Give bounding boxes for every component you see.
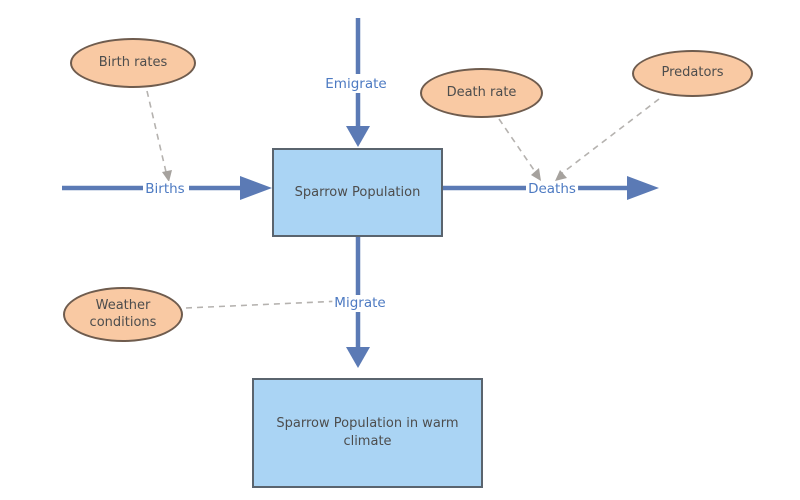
variable-death-rate[interactable]: Death rate	[420, 68, 543, 118]
flow-label-emigrate[interactable]: Emigrate	[323, 76, 389, 92]
node-sparrow-population-warm-label: Sparrow Population in warm climate	[276, 416, 459, 449]
deaths-flow[interactable]	[443, 176, 659, 200]
variable-predators[interactable]: Predators	[632, 50, 753, 97]
node-sparrow-population-label: Sparrow Population	[294, 184, 421, 200]
migrate-flow[interactable]	[346, 237, 370, 368]
connector-weather-line[interactable]	[185, 300, 342, 309]
connector-birth-rates-arrowhead-icon	[162, 170, 172, 182]
variable-weather-conditions-label: Weather conditions	[89, 298, 157, 330]
migrate-arrowhead-icon	[346, 347, 370, 368]
flow-label-migrate[interactable]: Migrate	[332, 295, 388, 311]
deaths-arrowhead-icon	[627, 176, 659, 200]
connector-predators-arrowhead-icon	[555, 170, 567, 181]
births-arrowhead-icon	[240, 176, 272, 200]
emigrate-flow[interactable]	[346, 18, 370, 147]
connector-death-rate-line[interactable]	[498, 118, 537, 174]
variable-birth-rates-label: Birth rates	[98, 54, 168, 70]
connector-predators-deaths[interactable]	[555, 98, 660, 181]
births-flow[interactable]	[62, 176, 272, 200]
variable-weather-conditions[interactable]: Weather conditions	[63, 287, 183, 342]
connector-death-rate-deaths[interactable]	[498, 118, 541, 181]
variable-predators-label: Predators	[661, 65, 724, 81]
flow-label-deaths[interactable]: Deaths	[526, 181, 578, 197]
connector-birth-rates-line[interactable]	[146, 90, 167, 173]
connector-predators-line[interactable]	[560, 98, 660, 175]
node-sparrow-population[interactable]: Sparrow Population	[272, 148, 443, 237]
flow-label-births[interactable]: Births	[143, 181, 187, 197]
connector-weather-migrate[interactable]	[185, 296, 352, 309]
variable-birth-rates[interactable]: Birth rates	[70, 38, 196, 88]
node-sparrow-population-warm[interactable]: Sparrow Population in warm climate	[252, 378, 483, 488]
connector-death-rate-arrowhead-icon	[531, 168, 541, 181]
connector-birth-rates-births[interactable]	[146, 90, 172, 182]
emigrate-arrowhead-icon	[346, 126, 370, 147]
variable-death-rate-label: Death rate	[446, 84, 517, 100]
